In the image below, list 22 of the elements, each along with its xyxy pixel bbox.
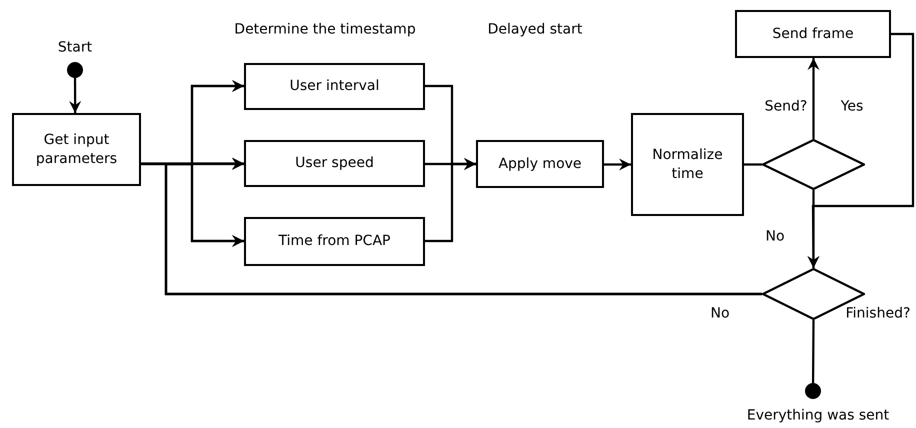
decision-diamond bbox=[762, 139, 865, 190]
arrow bbox=[808, 190, 820, 268]
arrow bbox=[808, 58, 820, 139]
process-box: Time from PCAP bbox=[244, 217, 425, 266]
arrow bbox=[604, 158, 631, 170]
node-caption: Start bbox=[58, 40, 92, 56]
node-caption: Everything was sent bbox=[746, 408, 890, 424]
start-node bbox=[67, 62, 83, 78]
process-box: Send frame bbox=[735, 10, 891, 58]
node-caption: Finished? bbox=[846, 306, 910, 322]
heading-label: Delayed start bbox=[488, 22, 582, 38]
arrow bbox=[69, 78, 82, 113]
heading-label: Determine the timestamp bbox=[234, 22, 416, 38]
process-box: Normalize time bbox=[631, 113, 744, 216]
node-caption: Send? bbox=[764, 98, 808, 116]
process-box: Get input parameters bbox=[12, 113, 141, 186]
arrow bbox=[425, 158, 476, 242]
end-node bbox=[805, 383, 821, 399]
process-box: Apply move bbox=[476, 140, 604, 188]
process-box: User speed bbox=[244, 140, 425, 187]
arrow bbox=[141, 158, 244, 170]
process-box: User interval bbox=[244, 63, 425, 110]
